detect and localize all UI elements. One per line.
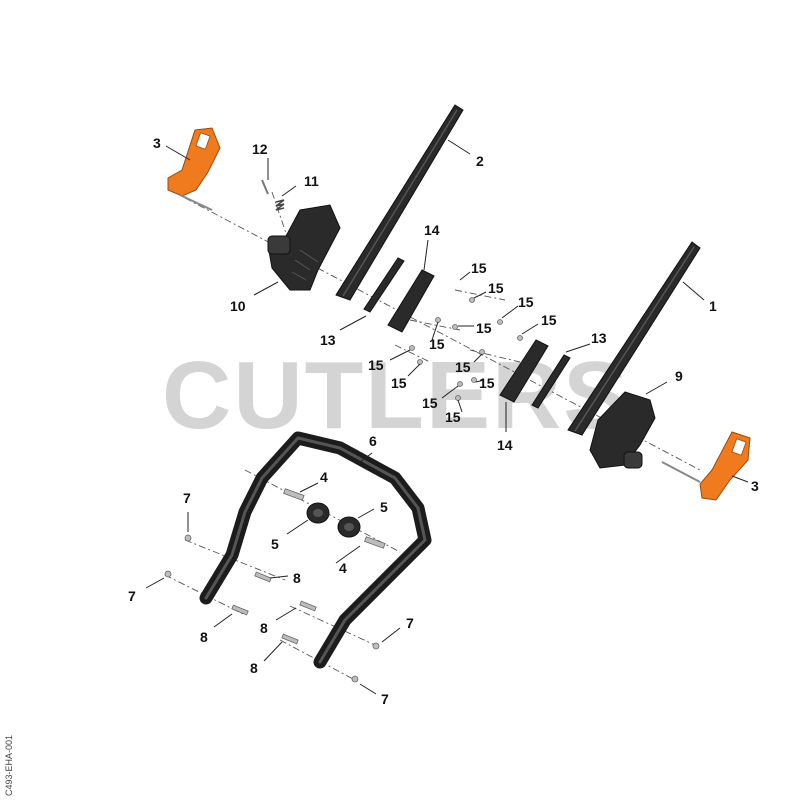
part-2-lower-handle-tube-left [335,104,464,301]
callout-7-a: 7 [183,490,191,506]
callout-8-c: 8 [260,620,268,636]
callout-3-right: 3 [751,478,759,494]
callout-5-right: 5 [380,499,388,515]
callouts: 1 2 3 3 4 4 5 5 6 7 7 7 7 8 8 8 8 9 10 1… [128,135,759,707]
part-14-sleeve-right [499,339,549,403]
callout-7-b: 7 [128,588,136,604]
part-1-lower-handle-tube-right [567,241,701,436]
callout-15-l: 15 [445,409,461,425]
callout-7-d: 7 [381,691,389,707]
callout-4-bottom: 4 [339,560,347,576]
callout-15-h: 15 [391,375,407,391]
callout-15-j: 15 [479,375,495,391]
part-10-handle-bracket-left [267,204,341,291]
callout-14-bottom: 14 [497,437,513,453]
callout-5-left: 5 [271,536,279,552]
callout-3-left: 3 [153,135,161,151]
callout-1: 1 [709,298,717,314]
drawing-code: C493-EHA-001 [4,735,14,796]
callout-15-a: 15 [471,260,487,276]
part-3-height-lever-left [167,127,221,211]
callout-12: 12 [252,141,268,157]
part-5-knob-right [337,516,361,538]
part-13-strip-left [363,257,405,313]
callout-8-a: 8 [293,570,301,586]
callout-15-e: 15 [541,312,557,328]
leader-lines [145,139,749,695]
callout-15-g: 15 [368,357,384,373]
callout-15-k: 15 [422,395,438,411]
drawing-code-text: C493-EHA-001 [4,735,14,796]
watermark-text: CUTLERS [162,342,629,449]
callout-15-c: 15 [476,320,492,336]
callout-14-top: 14 [424,222,440,238]
callout-10: 10 [230,298,246,314]
part-14-sleeve-left [387,269,435,333]
callout-15-f: 15 [429,336,445,352]
callout-9: 9 [675,368,683,384]
part-12-pin [261,179,269,195]
callout-11: 11 [304,173,319,189]
callout-8-b: 8 [200,629,208,645]
callout-15-d: 15 [518,294,534,310]
part-6-upper-handle [199,431,432,669]
part-7-nuts [164,534,380,683]
part-8-bolts [231,571,317,645]
callout-8-d: 8 [250,660,258,676]
callout-6: 6 [369,433,377,449]
part-13-strip-right [531,354,571,409]
callout-4-top: 4 [320,469,328,485]
callout-13-left: 13 [320,332,336,348]
callout-13-right: 13 [591,330,607,346]
part-9-handle-bracket-right [589,391,656,469]
callout-7-c: 7 [406,615,414,631]
part-5-knob-left [306,502,330,524]
part-3-height-lever-right [661,431,751,501]
part-4-bolts [283,488,386,549]
callout-2: 2 [476,153,484,169]
callout-15-i: 15 [455,359,471,375]
callout-15-b: 15 [488,280,504,296]
part-11-spring [275,199,285,211]
